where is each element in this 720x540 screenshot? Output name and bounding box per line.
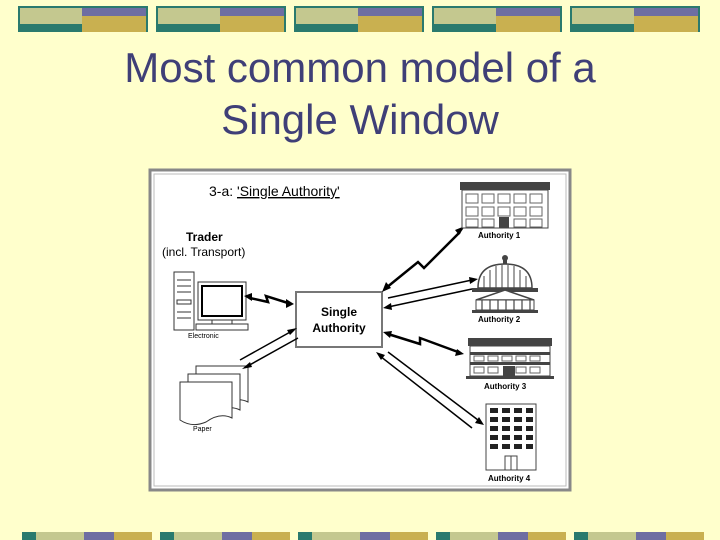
deco-block <box>432 6 562 32</box>
single-authority-box <box>295 291 383 348</box>
single-authority-line2: Authority <box>312 321 366 335</box>
connector-authority-2 <box>383 277 478 310</box>
bottom-decoration-bar <box>0 532 720 540</box>
slide-title: Most common model of a Single Window <box>0 42 720 146</box>
computer-icon <box>173 271 249 331</box>
connector-authority-4 <box>376 351 484 429</box>
diagram-heading-prefix: 3-a: <box>209 183 237 199</box>
trader-subtitle: (incl. Transport) <box>162 245 245 259</box>
slide-title-line2: Single Window <box>221 96 499 143</box>
single-authority-line1: Single <box>321 305 357 319</box>
deco-block <box>294 6 424 32</box>
domed-building-icon <box>472 255 538 313</box>
multi-storey-building-icon <box>466 338 554 379</box>
deco-block <box>298 532 428 540</box>
deco-block <box>18 6 148 32</box>
deco-block <box>574 532 704 540</box>
slide-title-line1: Most common model of a <box>124 44 596 91</box>
paper-stack-icon <box>179 365 249 426</box>
trader-title: Trader <box>186 230 223 244</box>
deco-block <box>160 532 290 540</box>
deco-block <box>436 532 566 540</box>
connector-electronic <box>244 293 294 308</box>
deco-block <box>570 6 700 32</box>
authority-1-label: Authority 1 <box>478 231 521 240</box>
diagram-frame-inner <box>153 173 567 487</box>
connector-authority-3 <box>383 331 464 356</box>
top-decoration-bar <box>0 6 720 34</box>
authority-3-label: Authority 3 <box>484 382 527 391</box>
connector-paper <box>239 328 299 369</box>
electronic-label: Electronic <box>188 333 219 340</box>
deco-block <box>156 6 286 32</box>
authority-4-label: Authority 4 <box>488 474 531 483</box>
paper-label: Paper <box>193 426 212 433</box>
deco-block <box>22 532 152 540</box>
authority-2-label: Authority 2 <box>478 315 521 324</box>
diagram-heading-quoted: 'Single Authority' <box>237 183 340 199</box>
office-building-icon <box>460 182 550 229</box>
tower-building-icon <box>485 403 537 471</box>
diagram-heading: 3-a: 'Single Authority' <box>209 183 340 199</box>
